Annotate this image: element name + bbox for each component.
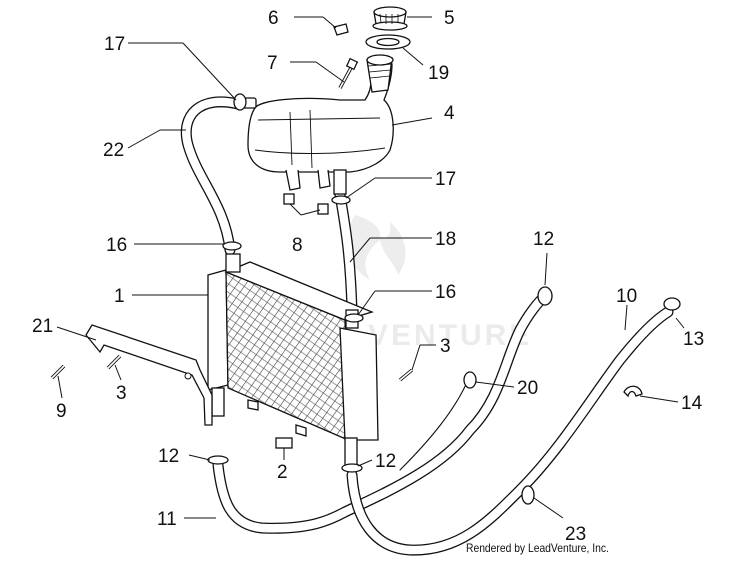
hoses	[180, 96, 674, 556]
callout-13: 13	[683, 329, 704, 350]
callout-3: 3	[116, 383, 127, 404]
callout-2: 2	[277, 462, 288, 483]
credit-text: Rendered by LeadVenture, Inc.	[466, 541, 609, 555]
hose-clamps	[207, 93, 681, 505]
radiator	[207, 253, 379, 467]
callout-12: 12	[533, 229, 554, 250]
nut-clip	[275, 437, 293, 449]
callout-3: 3	[440, 336, 451, 357]
callout-5: 5	[444, 8, 455, 29]
callout-19: 19	[428, 63, 449, 84]
callout-1: 1	[114, 286, 125, 307]
callout-9: 9	[56, 401, 67, 422]
bracket	[85, 324, 213, 426]
callout-11: 11	[157, 509, 177, 530]
callout-12: 12	[375, 451, 396, 472]
callout-22: 22	[103, 140, 124, 161]
callout-17: 17	[435, 169, 456, 190]
coolant-tank	[235, 54, 394, 195]
cap-gasket	[365, 34, 411, 50]
callout-4: 4	[444, 103, 455, 124]
callout-16: 16	[106, 235, 127, 256]
watermark: VENTURE	[346, 215, 532, 352]
callout-12: 12	[158, 446, 179, 467]
callout-23: 23	[565, 524, 586, 545]
callout-6: 6	[268, 8, 279, 29]
callout-18: 18	[435, 229, 456, 250]
screws	[50, 354, 414, 382]
watermark-text: VENTURE	[368, 319, 532, 352]
callout-21: 21	[32, 316, 53, 337]
callout-7: 7	[267, 53, 278, 74]
nuts	[283, 193, 329, 215]
callout-8: 8	[292, 235, 303, 256]
callout-17: 17	[104, 34, 125, 55]
radiator-cap	[372, 6, 408, 31]
callout-20: 20	[517, 378, 538, 399]
callout-16: 16	[435, 282, 456, 303]
clip	[333, 23, 349, 36]
bolt	[338, 57, 359, 89]
callouts: 17 6 5 7 19 4 22 17 16 8 18 12 10 1 16 1…	[32, 8, 704, 545]
callout-14: 14	[681, 393, 703, 414]
leader-lines	[56, 16, 685, 519]
callout-10: 10	[616, 286, 637, 307]
